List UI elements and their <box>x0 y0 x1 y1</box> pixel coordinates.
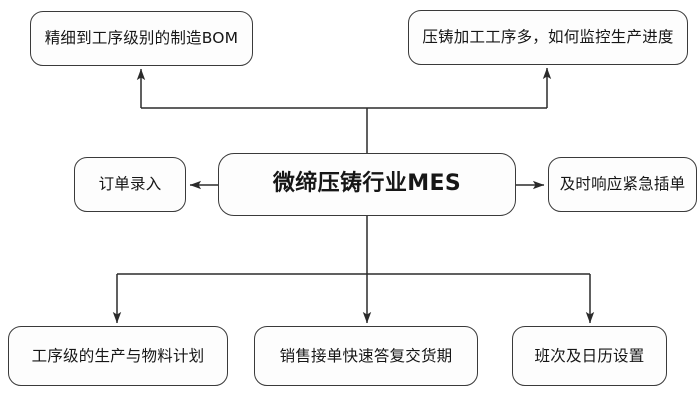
node-manufacturing-bom[interactable]: 精细到工序级别的制造BOM <box>30 11 253 66</box>
node-urgent-order-response[interactable]: 及时响应紧急插单 <box>548 157 697 212</box>
node-shift-calendar-settings[interactable]: 班次及日历设置 <box>512 326 667 386</box>
node-sales-delivery-date-reply-label: 销售接单快速答复交货期 <box>279 346 453 365</box>
node-production-progress-monitoring[interactable]: 压铸加工工序多，如何监控生产进度 <box>408 10 688 65</box>
node-process-level-production-material-plan[interactable]: 工序级的生产与物料计划 <box>8 326 228 386</box>
node-sales-delivery-date-reply[interactable]: 销售接单快速答复交货期 <box>254 326 478 386</box>
node-center-mes-hub-label: 微缔压铸行业MES <box>272 171 462 197</box>
node-order-entry[interactable]: 订单录入 <box>74 157 186 212</box>
connector-center-down-trunk <box>117 216 590 275</box>
node-urgent-order-response-label: 及时响应紧急插单 <box>559 175 686 194</box>
node-shift-calendar-settings-label: 班次及日历设置 <box>534 346 645 365</box>
connector-center-up-trunk <box>141 107 547 153</box>
node-process-level-production-material-plan-label: 工序级的生产与物料计划 <box>31 346 205 365</box>
node-center-mes-hub[interactable]: 微缔压铸行业MES <box>218 153 516 216</box>
node-order-entry-label: 订单录入 <box>98 175 162 194</box>
node-production-progress-monitoring-label: 压铸加工工序多，如何监控生产进度 <box>422 28 674 47</box>
node-manufacturing-bom-label: 精细到工序级别的制造BOM <box>44 29 239 48</box>
